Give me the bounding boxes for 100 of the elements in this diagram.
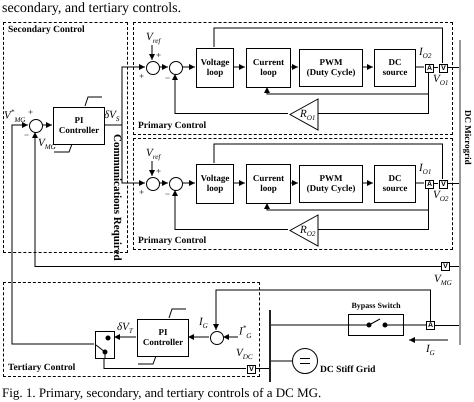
connector bbox=[158, 64, 168, 70]
gain-label: R$_{O2}$ bbox=[300, 224, 316, 238]
signal-label: V$_{MG}$ bbox=[38, 138, 56, 152]
summing-junction bbox=[169, 61, 183, 75]
signal-label: V$_{DC}$ bbox=[236, 348, 253, 362]
signal-label: I$_{G}$ bbox=[426, 344, 435, 358]
connector bbox=[172, 74, 288, 114]
connector bbox=[213, 290, 431, 330]
sign-label: − bbox=[24, 131, 30, 140]
summing-junction bbox=[169, 177, 183, 191]
selector-switch bbox=[95, 331, 115, 359]
sign-label: + bbox=[156, 167, 162, 176]
connector bbox=[270, 360, 292, 362]
connector bbox=[149, 160, 155, 176]
signal-label: I$_{O1}$ bbox=[419, 163, 432, 176]
summing-junction bbox=[146, 177, 160, 191]
voltage-source-symbol bbox=[292, 348, 318, 374]
block-label: PWM bbox=[320, 174, 342, 184]
block-label: DC source bbox=[382, 174, 408, 194]
connector bbox=[318, 72, 429, 114]
signal-label: V$_{ref}$ bbox=[146, 148, 160, 162]
bus-label: DC Microgrid bbox=[463, 110, 472, 165]
connector bbox=[149, 44, 155, 60]
block-label: (Duty Cycle) bbox=[306, 68, 356, 78]
block-label: PI Controller bbox=[58, 116, 100, 136]
control-region bbox=[3, 282, 260, 377]
connector bbox=[450, 266, 460, 267]
connector bbox=[222, 334, 238, 340]
control-block bbox=[246, 164, 291, 204]
connector bbox=[158, 180, 168, 186]
connector bbox=[290, 64, 298, 70]
sign-label: + bbox=[28, 108, 34, 117]
block-label: Current loop bbox=[252, 174, 286, 194]
control-block bbox=[246, 48, 291, 88]
connector bbox=[404, 324, 426, 326]
signal-label: I$_{O2}$ bbox=[419, 47, 432, 60]
signal-label: V$_{O2}$ bbox=[433, 190, 448, 204]
caption-fragment: secondary, and tertiary controls. bbox=[2, 2, 182, 16]
block-label: PI Controller bbox=[142, 328, 184, 348]
connector bbox=[182, 64, 196, 70]
connector bbox=[446, 183, 460, 184]
block-label: DC source bbox=[382, 58, 408, 78]
control-block bbox=[196, 48, 234, 88]
connector bbox=[362, 64, 374, 70]
controller-block bbox=[137, 319, 189, 357]
signal-label: V$_{MG}$ bbox=[434, 274, 452, 288]
control-region bbox=[133, 138, 453, 250]
connector bbox=[12, 122, 94, 344]
voltmeter bbox=[247, 365, 256, 374]
bus-line bbox=[459, 40, 473, 345]
block-label: Current loop bbox=[252, 58, 286, 78]
connector bbox=[114, 334, 136, 340]
region-heading: Primary Control bbox=[138, 236, 206, 246]
connector bbox=[434, 325, 460, 326]
connector bbox=[362, 180, 374, 186]
region-heading: Tertiary Control bbox=[8, 364, 76, 373]
connector bbox=[254, 368, 270, 369]
source-block bbox=[374, 165, 416, 203]
region-heading: Secondary Control bbox=[8, 26, 85, 36]
signal-label: δV$_{T}$ bbox=[117, 322, 133, 336]
block-label: (Duty Cycle) bbox=[306, 184, 356, 194]
source-label: DC Stiff Grid bbox=[320, 366, 376, 376]
sign-label: + bbox=[139, 188, 144, 197]
connector bbox=[182, 180, 196, 186]
block-label: Voltage loop bbox=[200, 58, 230, 78]
gain-triangle bbox=[289, 98, 319, 131]
connector bbox=[446, 67, 460, 68]
connector bbox=[104, 358, 246, 369]
control-block bbox=[196, 164, 234, 204]
pwm-block bbox=[299, 165, 363, 203]
figure-caption: Fig. 1. Primary, secondary, and tertiary controls of a DC MG. bbox=[2, 386, 322, 399]
connector bbox=[32, 132, 442, 267]
connector bbox=[188, 334, 210, 340]
voltmeter bbox=[439, 180, 448, 189]
sign-label: − bbox=[165, 74, 170, 83]
signal-label: V$_{ref}$ bbox=[146, 32, 160, 46]
pwm-block bbox=[299, 49, 363, 87]
source-block bbox=[374, 49, 416, 87]
sign-label: + bbox=[139, 72, 144, 81]
switch-heading: Bypass Switch bbox=[350, 302, 402, 310]
connector bbox=[318, 188, 429, 230]
gain-triangle bbox=[289, 214, 319, 247]
connector bbox=[172, 190, 288, 230]
summing-junction bbox=[146, 61, 160, 75]
vertical-note: Communications Required bbox=[111, 134, 122, 261]
signal-label: V$_{O1}$ bbox=[433, 74, 448, 88]
connector bbox=[290, 180, 298, 186]
voltmeter bbox=[439, 64, 448, 73]
sign-label: + bbox=[156, 51, 162, 60]
connector bbox=[214, 28, 443, 64]
summing-junction bbox=[29, 119, 43, 133]
connector bbox=[214, 144, 443, 180]
signal-label: I$_{G}$ bbox=[199, 317, 208, 330]
sign-label: − bbox=[165, 190, 170, 199]
voltmeter bbox=[441, 262, 450, 271]
region-heading: Primary Control bbox=[138, 122, 206, 131]
connector bbox=[270, 324, 348, 326]
block-label: PWM bbox=[320, 58, 342, 68]
summing-junction bbox=[210, 331, 224, 345]
controller-block bbox=[53, 107, 105, 145]
